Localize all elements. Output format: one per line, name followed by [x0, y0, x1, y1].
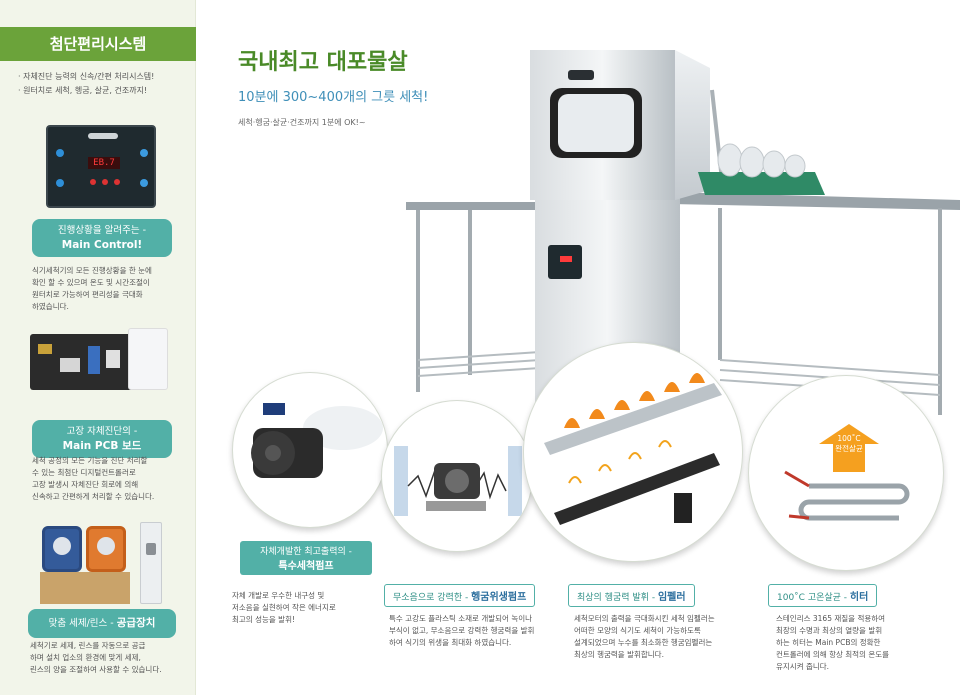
text-line: 어떠한 모양의 식기도 세척이 가능하도록 — [574, 626, 701, 635]
pill-line: 진행상황을 알려주는 - — [57, 225, 147, 236]
section-text-main-control: 식기세척기의 모든 진행상황을 한 눈에 확인 할 수 있으며 온도 및 시간조… — [32, 265, 182, 313]
caption-title: 임펠러 — [657, 592, 686, 603]
text-line: 수 있는 최첨단 디지털컨트롤러로 — [32, 468, 136, 477]
mount-board — [40, 572, 130, 604]
text-line: 자체 개발로 우수한 내구성 및 — [232, 591, 325, 600]
text-line: 세척 공정의 모든 기능을 진단 처리할 — [32, 456, 148, 465]
brand-logo-icon — [88, 133, 118, 139]
sidebar-bullets: · 자체진단 능력의 신속/간편 처리시스템! · 원터치로 세척, 헹굼, 살… — [18, 70, 154, 98]
sidebar-bullet: · 자체진단 능력의 신속/간편 처리시스템! — [18, 72, 155, 81]
text-line: 설계되었으며 누수를 최소화한 헹굼임펠러는 — [574, 638, 713, 647]
text-line: 최고의 성능을 발휘! — [232, 615, 295, 624]
text-line: 원터치로 가능하여 편리성을 극대화 — [32, 290, 143, 299]
badge-line: 완전살균 — [835, 444, 863, 453]
text-line: 세척기로 세제, 린스를 자동으로 공급 — [30, 641, 146, 650]
section-pill-main-control: 진행상황을 알려주는 - Main Control! — [32, 219, 172, 257]
tagline: 세척·헹굼·살균·건조까지 1분에 OK!~ — [238, 118, 366, 127]
indicator-led-icon — [90, 179, 96, 185]
sidebar-bullet: · 원터치로 세척, 헹굼, 살균, 건조까지! — [18, 86, 148, 95]
level-slider-icon — [140, 522, 162, 604]
pcb-chip-icon — [106, 350, 120, 368]
section-pill-main-pcb: 고장 자체진단의 - Main PCB 보드 — [32, 420, 172, 458]
text-line: 세척모터의 출력을 극대화시킨 세척 임펠러는 — [574, 614, 715, 623]
text-line: 부식이 없고, 무소음으로 강력한 헹굼력을 발휘 — [389, 626, 535, 635]
text-line: 식기세척기의 모든 진행상황을 한 눈에 — [32, 266, 152, 275]
sidebar: 첨단편리시스템 · 자체진단 능력의 신속/간편 처리시스템! · 원터치로 세… — [0, 0, 196, 695]
main-pcb-board-image — [30, 328, 168, 393]
heater-badge: 100˚C 완전살균 — [827, 434, 871, 454]
desc-heater: 스테인리스 3165 재질을 적용하여 최장의 수명과 최상의 열량을 발휘 하… — [776, 613, 889, 673]
pcb-chip-icon — [38, 344, 52, 354]
indicator-led-icon — [114, 179, 120, 185]
text-line: 저소음을 실현하여 작은 에너지로 — [232, 603, 336, 612]
headline: 국내최고 대포물살 — [238, 50, 408, 75]
dosing-pumps-image — [38, 522, 168, 607]
caption-rinse-pump: 무소음으로 강력한 - 헹굼위생펌프 — [384, 584, 536, 607]
section-text-main-pcb: 세척 공정의 모든 기능을 진단 처리할 수 있는 최첨단 디지털컨트롤러로 고… — [32, 455, 182, 503]
heater-icon — [784, 424, 910, 521]
pill-title: 공급장치 — [116, 617, 156, 629]
pill-line: 맞춤 세제/린스 - — [48, 618, 117, 629]
text-line: 스테인리스 3165 재질을 적용하여 — [776, 614, 886, 623]
main-control-panel-image: EB.7 — [46, 125, 156, 208]
pcb-relay-icon — [88, 346, 100, 374]
desc-wash-pump: 자체 개발로 우수한 내구성 및 저소음을 실현하여 작은 에너지로 최고의 성… — [232, 590, 336, 626]
text-line: 하였습니다. — [32, 302, 69, 311]
text-line: 특수 고강도 플라스틱 소재로 개발되어 녹이나 — [389, 614, 533, 623]
section-text-dosing: 세척기로 세제, 린스를 자동으로 공급 하며 설치 업소의 환경에 맞게 세제… — [30, 640, 190, 676]
start-button-icon — [140, 149, 148, 157]
caption-wash-pump: 자체개발한 최고출력의 - 특수세척펌프 — [240, 541, 372, 575]
pcb-cover — [128, 328, 168, 390]
text-line: 최장의 수명과 최상의 열량을 발휘 — [776, 626, 883, 635]
badge-line: 100˚C — [837, 434, 861, 443]
text-line: 확인 할 수 있으며 온도 및 시간조절이 — [32, 278, 150, 287]
power-button-icon — [56, 149, 64, 157]
feature-image-rinse-pump — [381, 400, 533, 552]
text-line: 하며 설치 업소의 환경에 맞게 세제, — [30, 653, 141, 662]
mode-button-icon — [56, 179, 64, 187]
caption-title: 히터 — [849, 592, 869, 603]
panel-display: EB.7 — [88, 157, 120, 169]
pcb-chip-icon — [60, 358, 80, 372]
caption-line: 최상의 헹굼력 발휘 - — [577, 593, 658, 603]
section-pill-dosing: 맞춤 세제/린스 - 공급장치 — [28, 609, 176, 638]
subheadline: 10분에 300~400개의 그릇 세척! — [238, 90, 429, 105]
caption-line: 자체개발한 최고출력의 - — [260, 547, 352, 557]
feature-image-wash-pump — [232, 372, 388, 528]
desc-rinse-pump: 특수 고강도 플라스틱 소재로 개발되어 녹이나 부식이 없고, 무소음으로 강… — [389, 613, 534, 649]
sidebar-title: 첨단편리시스템 — [0, 27, 196, 61]
text-line: 신속하고 간편하게 처리할 수 있습니다. — [32, 492, 155, 501]
pill-title: Main Control! — [61, 239, 143, 251]
text-line: 린스의 양을 조절하여 사용할 수 있습니다. — [30, 665, 162, 674]
text-line: 유지시켜 줍니다. — [776, 662, 830, 671]
text-line: 고장 발생시 자체진단 회로에 의해 — [32, 480, 139, 489]
text-line: 하여 식기의 위생을 최대화 하였습니다. — [389, 638, 512, 647]
pill-line: 고장 자체진단의 - — [66, 426, 138, 437]
feature-image-impeller — [523, 342, 743, 562]
impeller-icon — [544, 373, 722, 525]
wash-pump-icon — [251, 403, 383, 478]
caption-line: 100˚C 고온살균 - — [777, 593, 850, 603]
rinse-pump-icon — [394, 446, 522, 516]
caption-impeller: 최상의 헹굼력 발휘 - 임펠러 — [568, 584, 695, 607]
caption-line: 무소음으로 강력한 - — [393, 593, 472, 603]
text-line: 컨트롤러에 의해 항상 최적의 온도를 — [776, 650, 890, 659]
rinse-pump-icon — [86, 526, 126, 572]
text-line: 최상의 헹굼력을 발휘합니다. — [574, 650, 664, 659]
pill-title: Main PCB 보드 — [62, 440, 142, 452]
desc-impeller: 세척모터의 출력을 극대화시킨 세척 임펠러는 어떠한 모양의 식기도 세척이 … — [574, 613, 715, 661]
detergent-pump-icon — [42, 526, 82, 572]
feature-image-heater: 100˚C 완전살균 — [748, 375, 944, 571]
caption-title: 특수세척펌프 — [278, 561, 334, 572]
caption-heater: 100˚C 고온살균 - 히터 — [768, 584, 878, 607]
pcb-base — [30, 334, 140, 390]
caption-title: 헹굼위생펌프 — [471, 592, 527, 603]
text-line: 하는 히터는 Main PCB의 정확한 — [776, 638, 881, 647]
indicator-led-icon — [102, 179, 108, 185]
stop-button-icon — [140, 179, 148, 187]
